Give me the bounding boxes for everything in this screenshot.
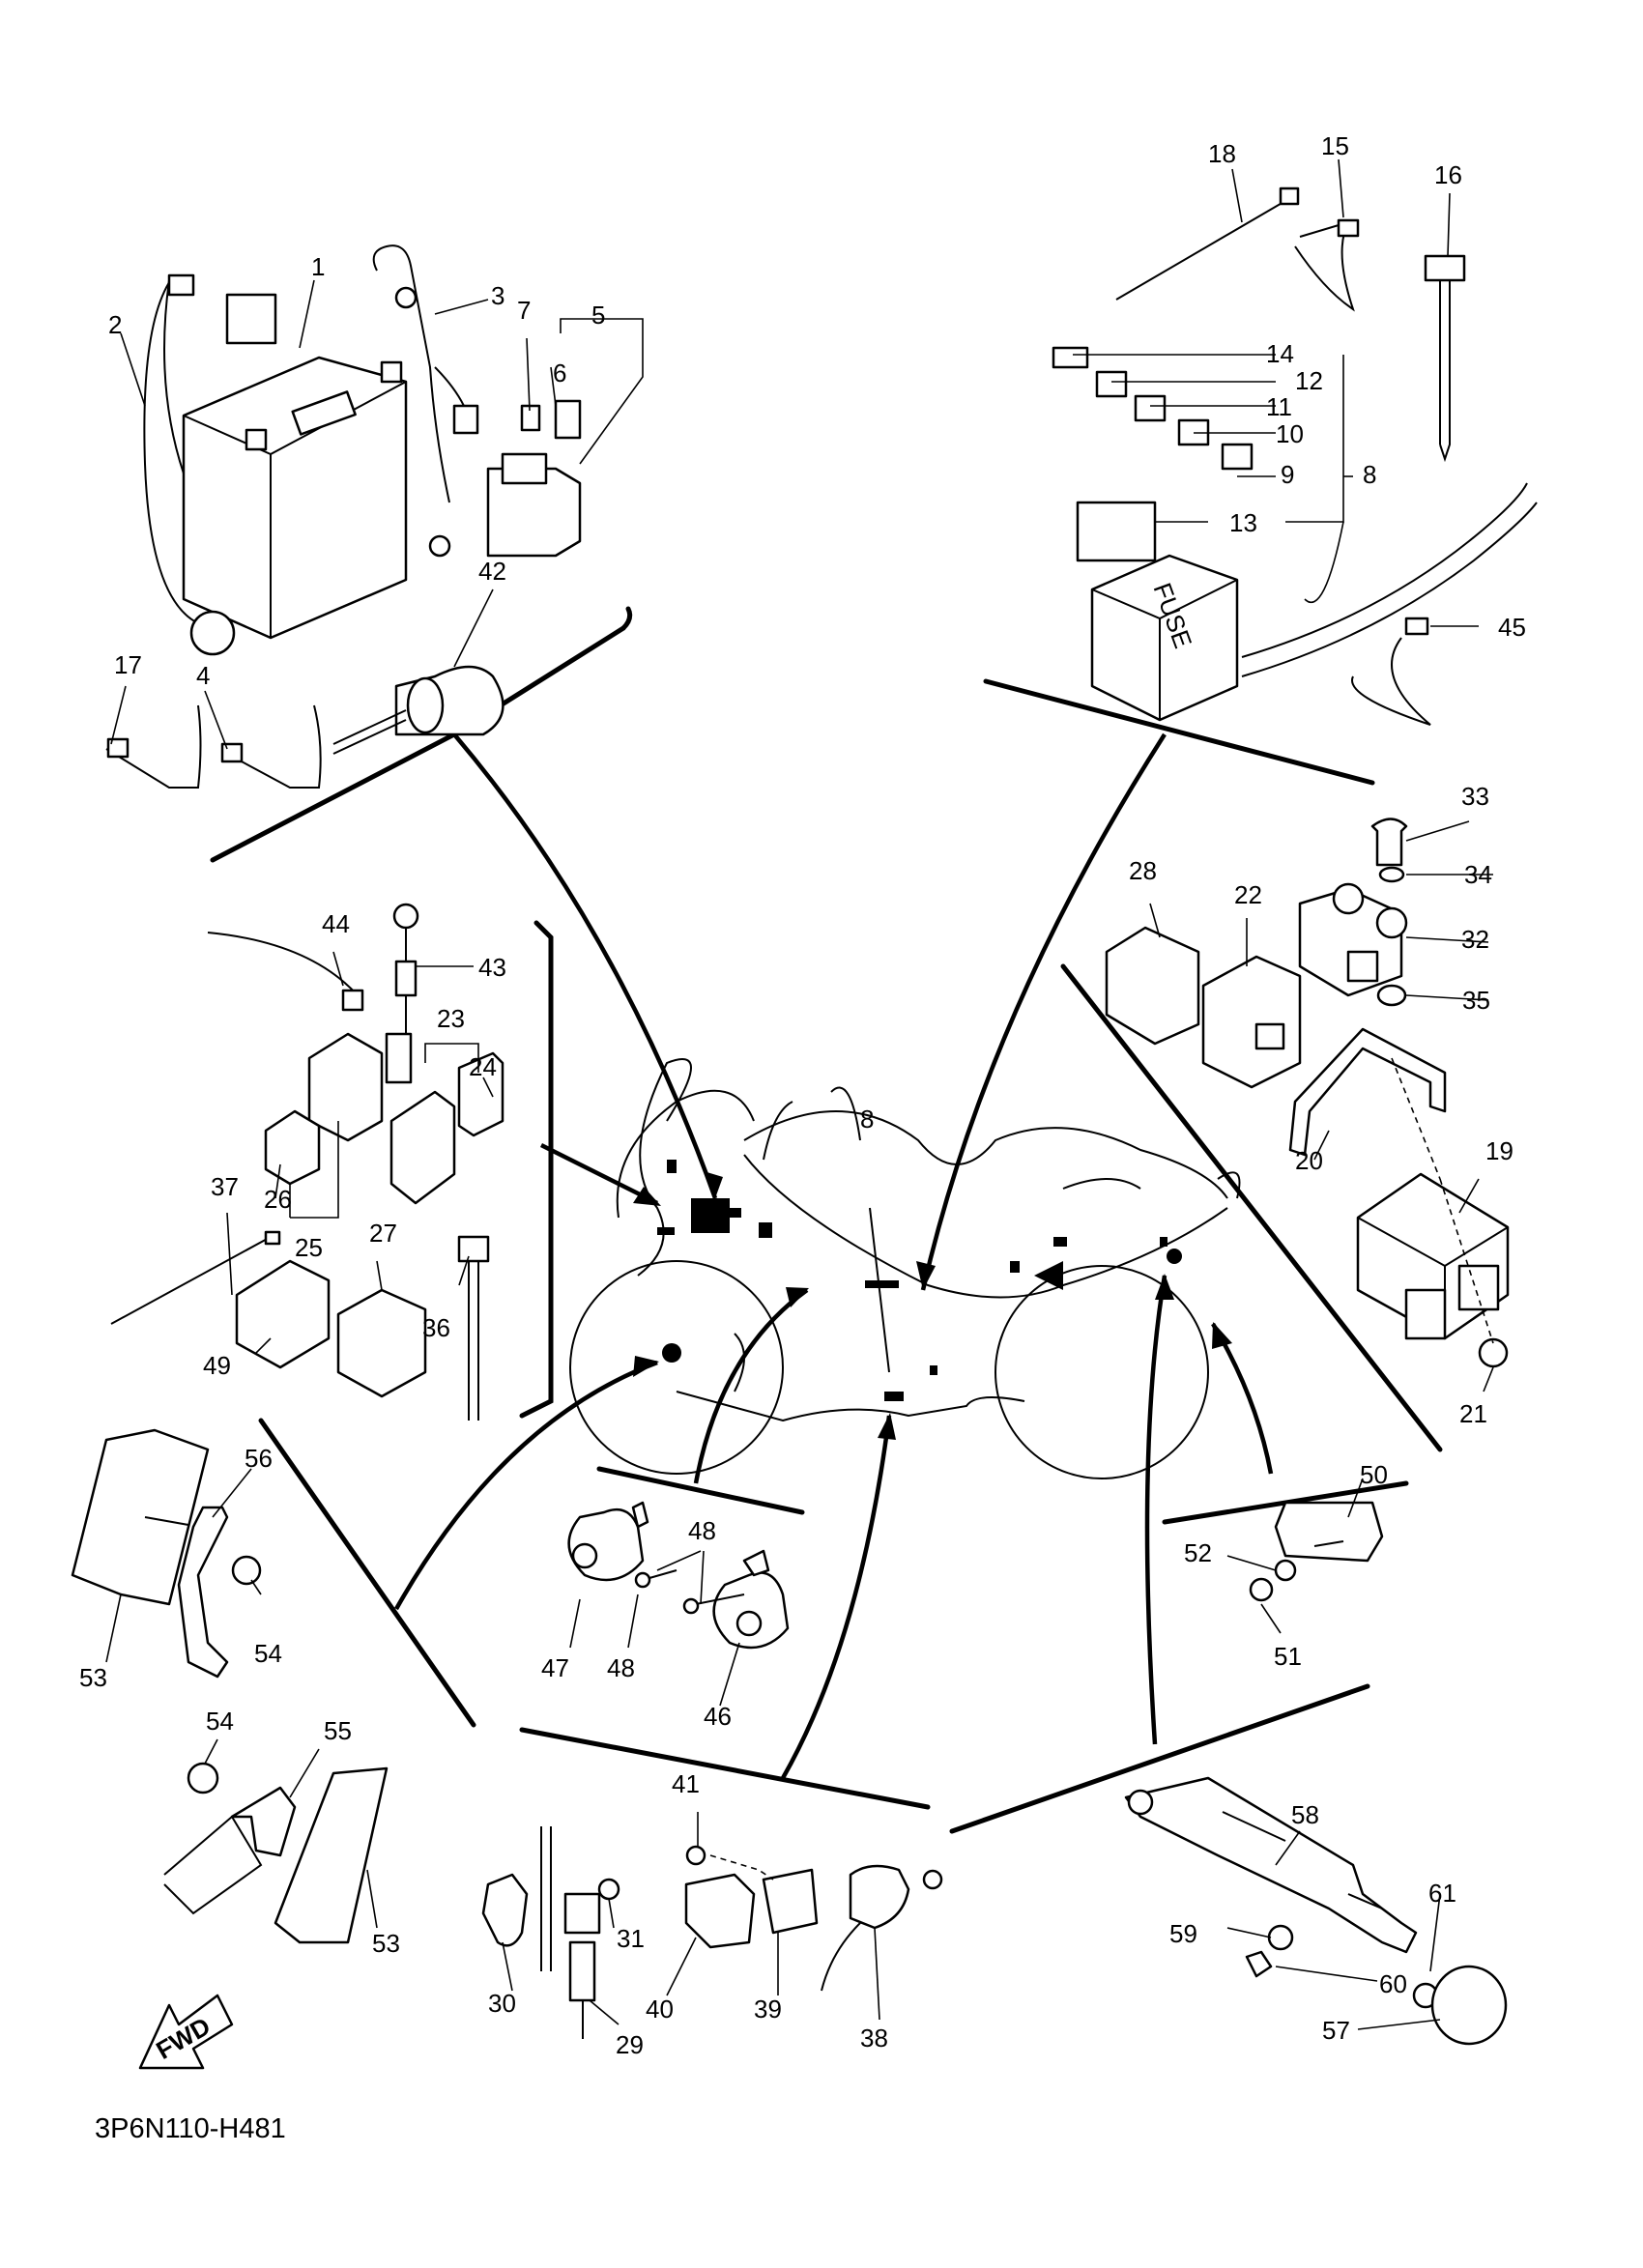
callout-14: 14 bbox=[1266, 339, 1294, 368]
callout-16: 16 bbox=[1434, 160, 1462, 189]
callout-48-upper: 48 bbox=[688, 1516, 716, 1545]
callout-12: 12 bbox=[1295, 366, 1323, 395]
diagram-code: 3P6N110-H481 bbox=[95, 2113, 286, 2144]
callout-41: 41 bbox=[672, 1769, 700, 1798]
callout-40: 40 bbox=[646, 1995, 674, 2024]
callout-54-lower: 54 bbox=[206, 1707, 234, 1736]
callout-37: 37 bbox=[211, 1172, 239, 1201]
callout-25: 25 bbox=[295, 1233, 323, 1262]
callout-42: 42 bbox=[478, 557, 506, 586]
callout-2: 2 bbox=[108, 310, 122, 339]
callout-53-upper: 53 bbox=[79, 1663, 107, 1692]
callout-20: 20 bbox=[1295, 1146, 1323, 1175]
callout-15: 15 bbox=[1321, 131, 1349, 160]
callout-6: 6 bbox=[553, 359, 566, 388]
callout-26: 26 bbox=[264, 1185, 292, 1214]
callout-33: 33 bbox=[1461, 782, 1489, 811]
arrowheads bbox=[633, 1171, 1232, 1440]
callout-8-fuse: 8 bbox=[1363, 460, 1376, 489]
callout-30: 30 bbox=[488, 1989, 516, 2018]
callout-61: 61 bbox=[1428, 1879, 1456, 1908]
callout-43: 43 bbox=[478, 953, 506, 982]
callout-58: 58 bbox=[1291, 1800, 1319, 1829]
callout-35: 35 bbox=[1462, 986, 1490, 1015]
reflector-group-left bbox=[71, 1428, 389, 1944]
callout-47: 47 bbox=[541, 1653, 569, 1682]
fuse-group bbox=[1052, 158, 1538, 726]
callout-32: 32 bbox=[1461, 925, 1489, 954]
horn-group bbox=[567, 1501, 790, 1707]
callout-21: 21 bbox=[1459, 1399, 1487, 1428]
callout-57: 57 bbox=[1322, 2016, 1350, 2045]
callout-54-upper: 54 bbox=[254, 1639, 282, 1668]
callout-3: 3 bbox=[491, 281, 504, 310]
callout-5: 5 bbox=[591, 301, 605, 330]
callout-52: 52 bbox=[1184, 1538, 1212, 1567]
callout-39: 39 bbox=[754, 1995, 782, 2024]
pointer-curves bbox=[394, 732, 1274, 1780]
motorcycle-outline bbox=[569, 1058, 1241, 1479]
callout-8-wire: 8 bbox=[860, 1105, 874, 1134]
callout-59: 59 bbox=[1169, 1919, 1197, 1948]
callout-23: 23 bbox=[437, 1004, 465, 1033]
callout-48-lower: 48 bbox=[607, 1653, 635, 1682]
callout-45: 45 bbox=[1498, 613, 1526, 642]
callout-1: 1 bbox=[311, 252, 325, 281]
callout-49: 49 bbox=[203, 1351, 231, 1380]
callout-24: 24 bbox=[469, 1052, 497, 1081]
left-middle-group bbox=[110, 903, 504, 1421]
callout-labels: 1 2 3 4 5 6 7 8 8 9 10 11 12 13 14 15 16… bbox=[79, 131, 1526, 2059]
reflector-group-right bbox=[1226, 1478, 1384, 1634]
callout-31: 31 bbox=[617, 1924, 645, 1953]
callout-60: 60 bbox=[1379, 1969, 1407, 1998]
callout-4: 4 bbox=[196, 661, 210, 690]
license-group bbox=[1124, 1776, 1508, 2046]
callout-55: 55 bbox=[324, 1716, 352, 1745]
callout-10: 10 bbox=[1276, 419, 1304, 448]
callout-17: 17 bbox=[114, 650, 142, 679]
callout-27: 27 bbox=[369, 1219, 397, 1248]
callout-7: 7 bbox=[517, 296, 531, 325]
callout-34: 34 bbox=[1464, 860, 1492, 889]
callout-36: 36 bbox=[422, 1313, 450, 1342]
callout-53-lower: 53 bbox=[372, 1929, 400, 1958]
battery-group bbox=[105, 244, 644, 789]
callout-13: 13 bbox=[1229, 508, 1257, 537]
callout-51: 51 bbox=[1274, 1642, 1302, 1671]
callout-50: 50 bbox=[1360, 1460, 1388, 1489]
callout-18: 18 bbox=[1208, 139, 1236, 168]
callout-11: 11 bbox=[1266, 392, 1292, 421]
callout-19: 19 bbox=[1485, 1136, 1513, 1165]
fwd-arrow-icon bbox=[138, 1994, 234, 2070]
callout-22: 22 bbox=[1234, 880, 1262, 909]
callout-9: 9 bbox=[1281, 460, 1294, 489]
callout-28: 28 bbox=[1129, 856, 1157, 885]
callout-44: 44 bbox=[322, 909, 350, 938]
callout-29: 29 bbox=[616, 2030, 644, 2059]
right-middle-group bbox=[1105, 818, 1510, 1392]
callout-46: 46 bbox=[704, 1702, 732, 1731]
callout-38: 38 bbox=[860, 2024, 888, 2053]
callout-56: 56 bbox=[245, 1444, 273, 1473]
switch-group bbox=[481, 1812, 943, 2039]
